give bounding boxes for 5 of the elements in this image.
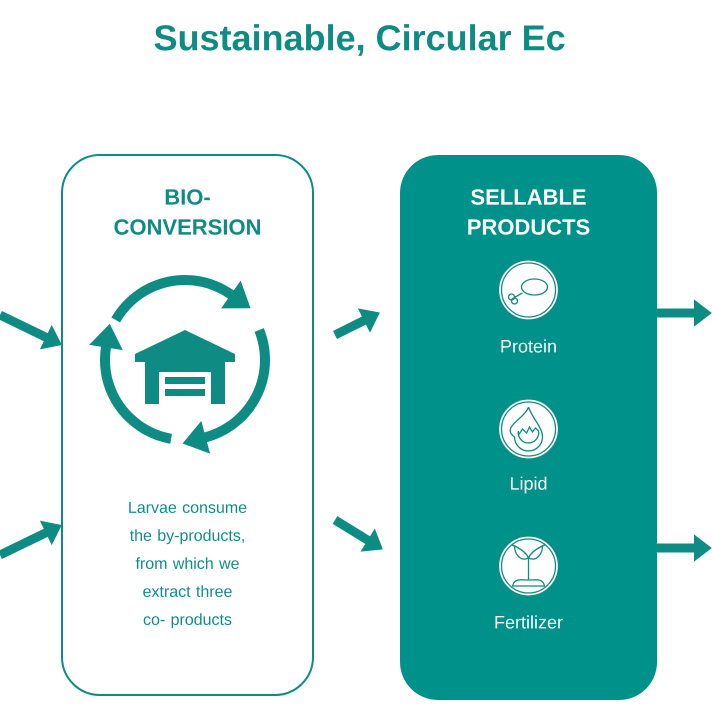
- title: Sustainable, Circular Ec: [154, 24, 565, 56]
- product-label: Protein: [501, 339, 556, 353]
- process-box: BIO- CONVERSION Larvae consume the by-products, from which we extract three co- products: [61, 154, 314, 696]
- product-label: Lipid: [510, 476, 546, 494]
- product-label: Fertilizer: [495, 615, 563, 629]
